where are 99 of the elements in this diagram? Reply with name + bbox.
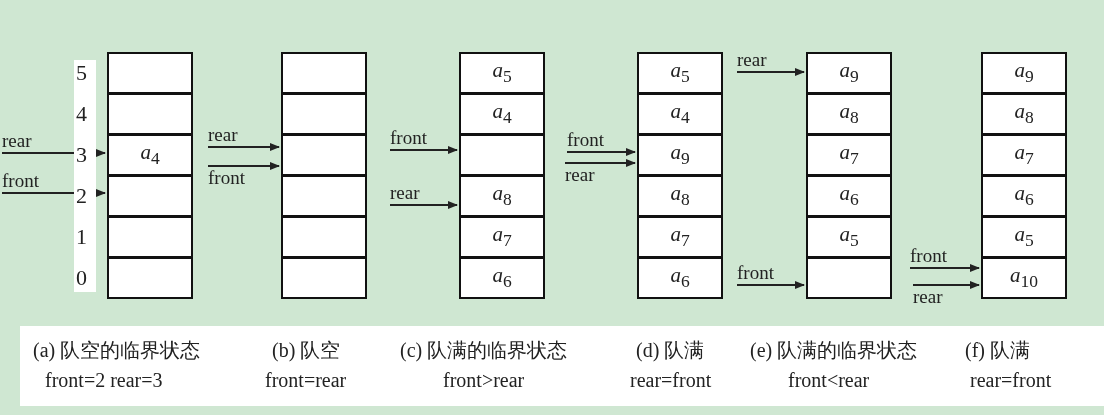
index-number: 0 <box>76 265 87 291</box>
element-label: a$_{6}$ <box>492 263 512 293</box>
element-label: a$_{6}$ <box>670 263 690 293</box>
queue-cell <box>107 134 193 176</box>
caption-condition: front=2 rear=3 <box>45 369 163 392</box>
pointer-name: rear <box>737 49 767 70</box>
element-label: a$_{9}$ <box>1014 58 1034 88</box>
queue-cell <box>637 52 723 94</box>
element-label: a$_{6}$ <box>839 181 859 211</box>
queue-cell <box>459 257 545 299</box>
queue-cell <box>459 52 545 94</box>
pointer-name: rear <box>208 124 238 145</box>
queue-cell <box>981 93 1067 135</box>
pointer-name: front <box>567 129 604 150</box>
queue-cell <box>459 175 545 217</box>
pointer-name: rear <box>390 182 420 203</box>
queue-cell <box>806 52 892 94</box>
pointer-name: rear <box>565 164 595 185</box>
element-label: a$_{5}$ <box>839 222 859 252</box>
pointer-name: rear <box>913 286 943 307</box>
queue-cell <box>806 257 892 299</box>
queue-cell <box>107 175 193 217</box>
element-label: a$_{5}$ <box>492 58 512 88</box>
queue-cell <box>806 93 892 135</box>
element-label: a$_{9}$ <box>839 58 859 88</box>
caption-condition: rear=front <box>970 369 1052 392</box>
caption-title: (e) 队满的临界状态 <box>750 338 918 364</box>
element-label: a$_{5}$ <box>670 58 690 88</box>
queue-cell <box>281 257 367 299</box>
queue-cell <box>806 216 892 258</box>
pointer-name: front <box>390 127 427 148</box>
queue-cell <box>981 52 1067 94</box>
element-label: a$_{7}$ <box>670 222 690 252</box>
arrow <box>912 281 980 289</box>
caption-title: (d) 队满 <box>636 338 705 364</box>
element-label: a$_{5}$ <box>1014 222 1034 252</box>
pointer-name: front <box>208 167 245 188</box>
queue-cell <box>459 134 545 176</box>
pointer-name: front <box>910 245 947 266</box>
queue-cell <box>637 175 723 217</box>
queue-cell <box>806 134 892 176</box>
index-number: 3 <box>76 142 87 168</box>
element-label: a$_{4}$ <box>492 99 512 129</box>
caption-condition: front<rear <box>788 369 870 392</box>
element-label: a$_{8}$ <box>839 99 859 129</box>
caption-condition: front>rear <box>443 369 525 392</box>
queue-cell <box>281 93 367 135</box>
element-label: a$_{6}$ <box>1014 181 1034 211</box>
queue-cell <box>281 175 367 217</box>
queue-cell <box>107 216 193 258</box>
arrow <box>389 146 458 154</box>
caption-title: (c) 队满的临界状态 <box>400 338 568 364</box>
caption-title: (f) 队满 <box>965 338 1030 364</box>
queue-cell <box>637 257 723 299</box>
queue-cell <box>806 175 892 217</box>
queue-cell <box>637 216 723 258</box>
element-label: a$_{8}$ <box>492 181 512 211</box>
arrow <box>389 201 458 209</box>
pointer-name: rear <box>2 130 32 151</box>
element-label: a$_{4}$ <box>670 99 690 129</box>
pointer-name: front <box>2 170 39 191</box>
caption-title: (b) 队空 <box>272 338 341 364</box>
queue-cell <box>981 216 1067 258</box>
arrow <box>566 148 636 156</box>
caption-condition: front=rear <box>265 369 347 392</box>
arrow <box>736 281 805 289</box>
index-number: 2 <box>76 183 87 209</box>
queue-cell <box>281 134 367 176</box>
arrow <box>207 162 280 170</box>
queue-cell <box>981 175 1067 217</box>
queue-cell <box>981 257 1067 299</box>
element-label: a$_{7}$ <box>1014 140 1034 170</box>
element-label: a$_{10}$ <box>1010 263 1038 293</box>
queue-cell <box>107 52 193 94</box>
arrow <box>207 143 280 151</box>
element-label: a$_{8}$ <box>670 181 690 211</box>
queue-cell <box>281 52 367 94</box>
queue-cell <box>459 216 545 258</box>
queue-cell <box>981 134 1067 176</box>
queue-cell <box>637 134 723 176</box>
index-number: 5 <box>76 60 87 86</box>
queue-cell <box>459 93 545 135</box>
queue-cell <box>107 93 193 135</box>
index-number: 4 <box>76 101 87 127</box>
element-label: a$_{7}$ <box>492 222 512 252</box>
element-label: a$_{7}$ <box>839 140 859 170</box>
arrow <box>564 159 636 167</box>
caption-title: (a) 队空的临界状态 <box>33 338 201 364</box>
queue-cell <box>107 257 193 299</box>
element-label: a$_{8}$ <box>1014 99 1034 129</box>
arrow <box>736 68 805 76</box>
arrow <box>909 264 980 272</box>
caption-condition: rear=front <box>630 369 712 392</box>
queue-cell <box>637 93 723 135</box>
index-number: 1 <box>76 224 87 250</box>
queue-cell <box>281 216 367 258</box>
pointer-name: front <box>737 262 774 283</box>
element-label: a$_{9}$ <box>670 140 690 170</box>
element-label: a$_{4}$ <box>140 140 160 170</box>
